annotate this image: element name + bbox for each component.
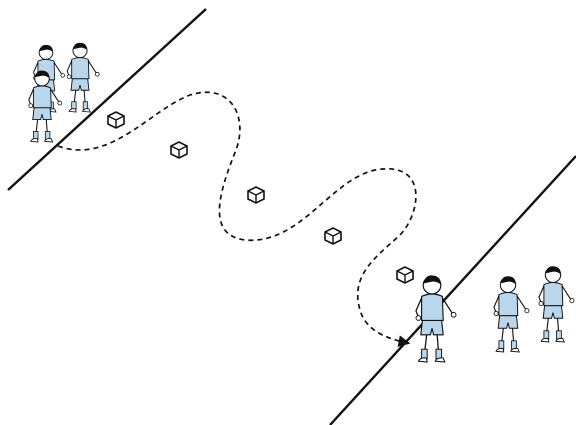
cone-3 [248, 187, 264, 203]
start-player-front [29, 71, 62, 142]
cone-1 [108, 112, 124, 128]
end-player-waiting-2 [539, 266, 574, 342]
cone-2 [171, 142, 187, 158]
start-player-middle [67, 43, 99, 112]
cone-4 [325, 228, 341, 244]
end-player-dribbling [416, 275, 456, 362]
end-boundary-line [330, 156, 576, 425]
dribble-path [58, 92, 416, 343]
cone-5 [397, 267, 413, 283]
end-player-waiting-1 [494, 276, 529, 352]
